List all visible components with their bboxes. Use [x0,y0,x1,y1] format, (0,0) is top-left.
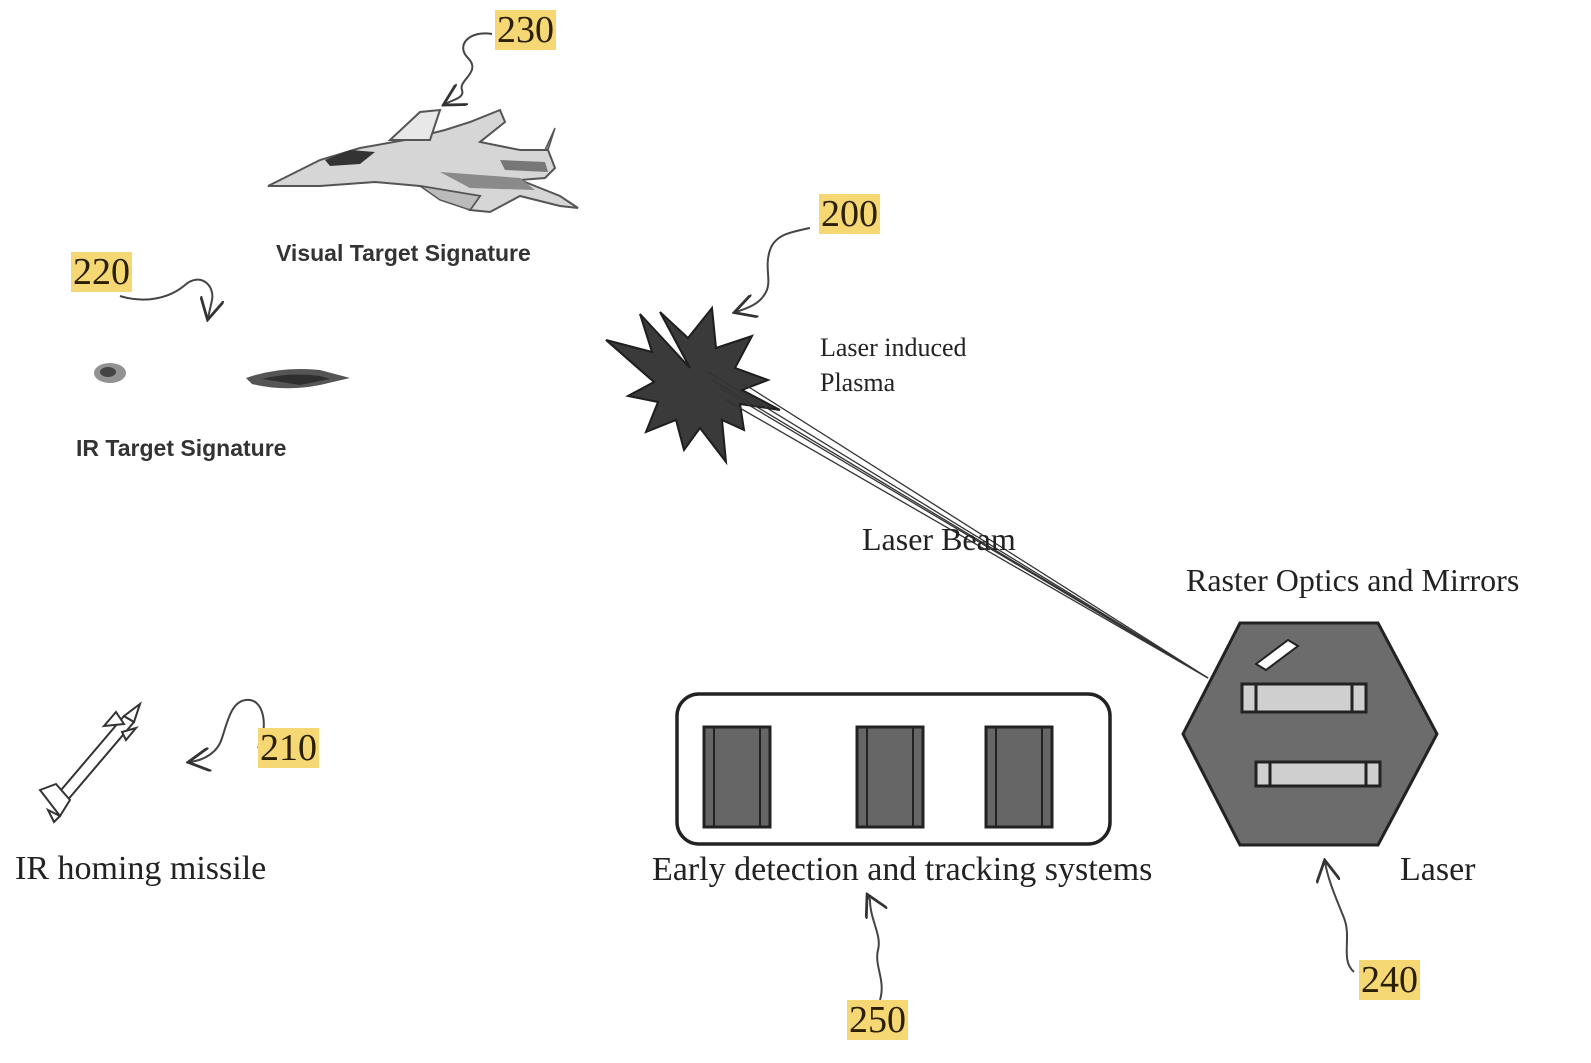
plasma-label: Laser induced Plasma [820,330,967,400]
ref-230: 230 [495,9,556,51]
visual-target-label: Visual Target Signature [276,240,531,266]
laser-unit-hexagon [1181,621,1439,847]
ref-240: 240 [1359,959,1420,1001]
raster-optics-label: Raster Optics and Mirrors [1186,562,1520,598]
detection-systems-box [675,692,1112,846]
missile-label: IR homing missile [15,850,267,887]
leader-250 [868,896,882,1001]
plasma-label-line2: Plasma [820,368,896,397]
plasma-label-line1: Laser induced [820,333,967,362]
ref-200: 200 [819,193,880,235]
leader-210 [190,698,265,762]
leader-220 [119,278,212,318]
reference-leaders [119,32,1355,1001]
ir-signature-blobs [94,363,350,389]
ref-210: 210 [258,727,319,769]
leader-230 [445,32,493,104]
leader-240 [1325,862,1355,973]
missile-icon [38,701,142,824]
ir-target-label: IR Target Signature [76,435,287,461]
detection-label: Early detection and tracking systems [652,851,1153,888]
laser-beam-label: Laser Beam [862,521,1016,557]
laser-label: Laser [1400,851,1476,888]
leader-200 [736,227,811,312]
fighter-jet-icon [267,108,579,214]
laser-beam-lines [707,371,1209,679]
ref-220: 220 [71,251,132,293]
ref-250: 250 [847,999,908,1041]
plasma-burst-icon [605,305,781,466]
